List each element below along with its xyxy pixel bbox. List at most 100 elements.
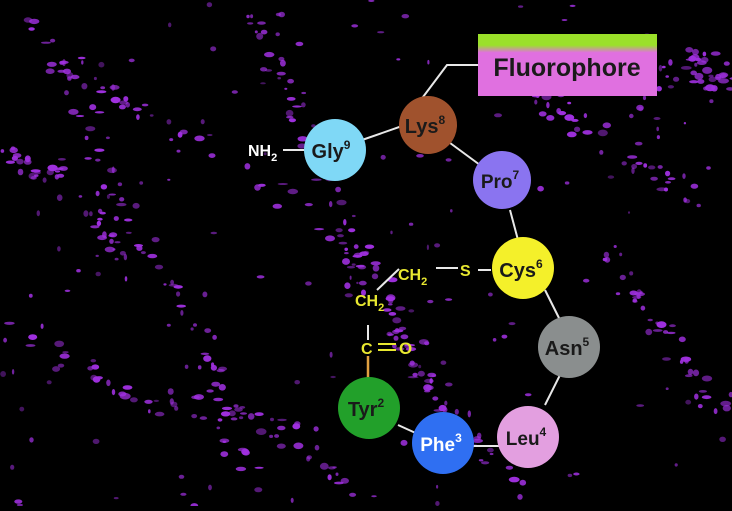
speckle xyxy=(289,118,296,122)
speckle xyxy=(28,27,34,30)
speckle xyxy=(659,65,663,72)
speckle xyxy=(574,127,580,132)
speckle xyxy=(231,417,238,420)
speckle xyxy=(685,374,693,377)
speckle xyxy=(306,456,310,461)
speckle xyxy=(534,100,537,105)
speckle xyxy=(706,166,711,169)
speckle xyxy=(702,395,712,399)
speckle xyxy=(643,96,646,100)
speckle xyxy=(396,306,406,311)
speckle xyxy=(204,328,211,333)
speckle xyxy=(107,195,110,199)
speckle xyxy=(341,478,349,484)
speckle xyxy=(450,209,453,212)
speckle xyxy=(648,319,653,321)
speckle xyxy=(329,201,332,207)
speckle xyxy=(29,294,33,298)
speckle xyxy=(276,32,280,36)
speckle xyxy=(347,266,355,269)
speckle xyxy=(83,210,88,217)
speckle xyxy=(250,14,253,18)
speckle xyxy=(699,390,707,393)
speckle xyxy=(1,149,5,153)
speckle xyxy=(567,132,577,138)
speckle xyxy=(193,323,197,327)
speckle xyxy=(351,24,358,27)
speckle xyxy=(354,244,359,249)
speckle xyxy=(213,398,223,401)
speckle xyxy=(619,253,622,257)
speckle xyxy=(54,341,64,347)
speckle xyxy=(207,2,212,7)
speckle xyxy=(201,353,210,355)
speckle xyxy=(434,409,444,412)
speckle xyxy=(426,385,434,390)
speckle xyxy=(169,138,173,141)
speckle xyxy=(47,169,54,175)
speckle xyxy=(714,408,718,414)
speckle xyxy=(650,177,658,181)
speckle xyxy=(372,273,378,279)
speckle xyxy=(26,344,36,347)
speckle xyxy=(177,150,181,153)
speckle xyxy=(604,252,609,258)
speckle xyxy=(136,246,142,251)
speckle xyxy=(627,155,637,159)
speckle xyxy=(95,111,105,113)
speckle xyxy=(257,275,265,278)
speckle xyxy=(155,412,165,417)
speckle xyxy=(293,443,303,450)
speckle xyxy=(424,341,429,345)
speckle xyxy=(97,221,101,226)
speckle xyxy=(668,177,676,180)
speckle xyxy=(155,265,163,270)
speckle xyxy=(260,82,266,84)
sulfur-label: S xyxy=(460,263,471,280)
speckle xyxy=(719,437,726,442)
speckle xyxy=(180,493,186,496)
speckle xyxy=(350,276,352,280)
speckle xyxy=(344,282,350,289)
speckle xyxy=(311,179,322,181)
speckle xyxy=(57,174,64,178)
speckle xyxy=(13,153,22,158)
speckle xyxy=(270,418,274,421)
speckle xyxy=(352,263,356,265)
speckle xyxy=(703,52,707,57)
speckle xyxy=(217,427,221,430)
speckle xyxy=(211,365,217,371)
speckle xyxy=(136,114,140,120)
speckle xyxy=(643,163,647,167)
speckle xyxy=(394,336,399,341)
speckle xyxy=(106,137,110,140)
speckle xyxy=(408,376,419,378)
speckle xyxy=(280,60,286,67)
speckle xyxy=(371,495,377,497)
speckle xyxy=(246,15,249,18)
speckle xyxy=(107,168,117,174)
speckle xyxy=(91,359,97,362)
speckle xyxy=(170,398,174,404)
speckle xyxy=(441,361,447,365)
speckle xyxy=(697,79,704,84)
speckle xyxy=(29,19,39,24)
speckle xyxy=(629,114,634,118)
speckle xyxy=(68,109,78,115)
speckle xyxy=(12,369,14,375)
speckle xyxy=(236,467,246,471)
speckle xyxy=(118,182,122,186)
speckle xyxy=(81,60,83,64)
speckle xyxy=(683,197,687,202)
speckle xyxy=(694,63,697,67)
speckle xyxy=(702,376,712,382)
speckle xyxy=(381,155,386,160)
speckle xyxy=(348,228,355,232)
speckle xyxy=(584,113,587,118)
speckle xyxy=(701,57,709,63)
speckle xyxy=(152,237,160,242)
speckle xyxy=(342,258,350,265)
speckle xyxy=(10,147,18,153)
speckle xyxy=(170,280,174,285)
speckle xyxy=(129,59,135,63)
